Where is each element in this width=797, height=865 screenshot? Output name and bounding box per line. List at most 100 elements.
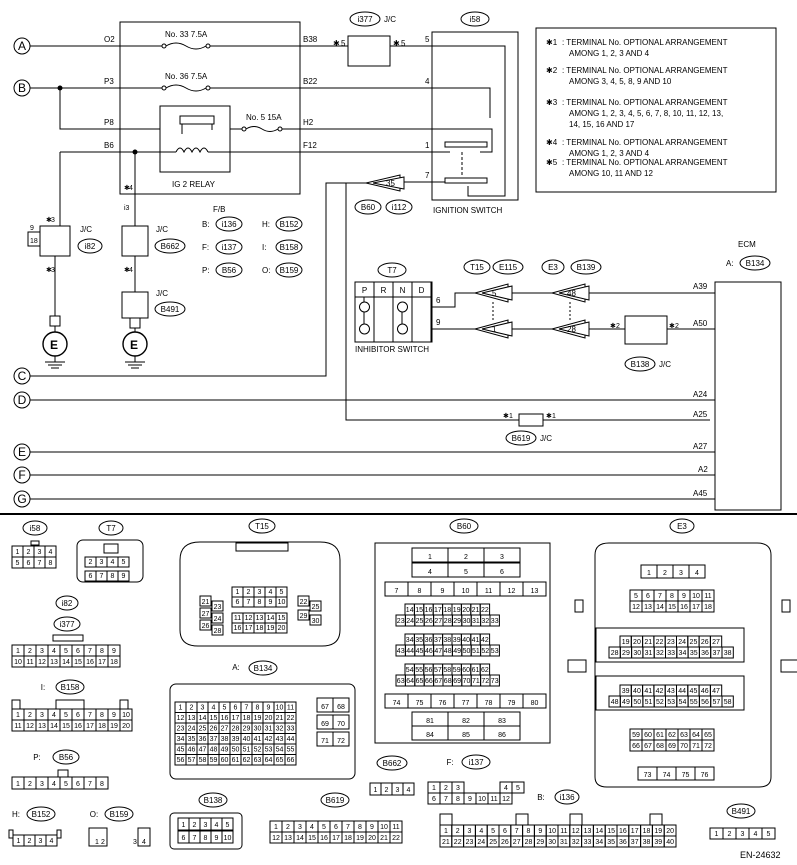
pin-number: 4 bbox=[52, 648, 56, 655]
pin-cell bbox=[275, 596, 288, 608]
pin-b22: B22 bbox=[303, 77, 318, 86]
pin-number: 77 bbox=[462, 700, 470, 707]
svg-text:4: 4 bbox=[129, 267, 133, 274]
pin-number: 13 bbox=[284, 835, 292, 842]
pin-number: 43 bbox=[276, 736, 284, 743]
conn-35-pin: 35 bbox=[386, 179, 395, 188]
pin-number: 31 bbox=[265, 726, 273, 733]
star5-right: ✱ bbox=[393, 39, 400, 48]
pin-cell bbox=[522, 693, 547, 709]
pin-number: 66 bbox=[425, 678, 433, 685]
pin-number: 41 bbox=[644, 688, 652, 695]
pin-number: 1 bbox=[236, 589, 240, 596]
pin-number: 62 bbox=[243, 757, 251, 764]
svg-text:✱: ✱ bbox=[546, 412, 552, 420]
pin-number: 8 bbox=[49, 560, 53, 567]
pin-number: 63 bbox=[254, 757, 262, 764]
note-line: AMONG 10, 11 AND 12 bbox=[569, 169, 653, 178]
pin-number: 75 bbox=[416, 700, 424, 707]
pin-number: 57 bbox=[712, 699, 720, 706]
svg-text:1: 1 bbox=[552, 413, 556, 420]
pin-number: 46 bbox=[425, 648, 433, 655]
pin-number: 53 bbox=[667, 699, 675, 706]
pin-number: 70 bbox=[337, 721, 345, 728]
note-star: ✱2 bbox=[546, 66, 558, 75]
pin-number: 2 bbox=[444, 785, 448, 792]
pin-number: 6 bbox=[234, 705, 238, 712]
jc-i82-name: i82 bbox=[85, 242, 96, 251]
pin-number: 6 bbox=[27, 560, 31, 567]
pin-number: 80 bbox=[531, 700, 539, 707]
pin-number: 23 bbox=[466, 839, 474, 846]
pin-number: 9 bbox=[370, 824, 374, 831]
pin-number: 36 bbox=[619, 839, 627, 846]
pin-number: 56 bbox=[177, 757, 185, 764]
pin-number: 9 bbox=[538, 828, 542, 835]
conn-prefix: B: bbox=[537, 793, 545, 802]
pin-number: 64 bbox=[692, 732, 700, 739]
pin-number: 6 bbox=[646, 593, 650, 600]
pin-number: 64 bbox=[406, 678, 414, 685]
conn-i112: i112 bbox=[392, 203, 407, 212]
pin-number: 1 bbox=[16, 712, 20, 719]
pin-number: 10 bbox=[276, 705, 284, 712]
pin-number: 13 bbox=[584, 828, 592, 835]
pin-number: 34 bbox=[679, 650, 687, 657]
pin-number: 25 bbox=[416, 618, 424, 625]
fb-connector: B152 bbox=[280, 220, 299, 229]
pin-number: 38 bbox=[221, 736, 229, 743]
pin-number: 10 bbox=[380, 824, 388, 831]
pin-number: 15 bbox=[74, 659, 82, 666]
pin-number: 63 bbox=[397, 678, 405, 685]
pin-cell bbox=[332, 697, 350, 713]
pin-number: 3 bbox=[40, 648, 44, 655]
pin-number: 58 bbox=[443, 667, 451, 674]
pin-number: 1 bbox=[444, 828, 448, 835]
note-star: ✱1 bbox=[546, 38, 558, 47]
svg-text:A24: A24 bbox=[693, 390, 708, 399]
svg-text:4: 4 bbox=[425, 77, 430, 86]
pin-number: 83 bbox=[498, 718, 506, 725]
pin-number: 4 bbox=[52, 712, 56, 719]
pin-number: 11 bbox=[560, 828, 567, 835]
pin-number: 7 bbox=[193, 835, 197, 842]
pin-number: 3 bbox=[201, 705, 205, 712]
pin-number: 18 bbox=[344, 835, 352, 842]
pin-cell bbox=[522, 581, 547, 597]
pin-number: 14 bbox=[199, 715, 207, 722]
svg-text:3: 3 bbox=[51, 267, 55, 274]
pin-number: 39 bbox=[622, 688, 630, 695]
pin-number: 53 bbox=[265, 747, 273, 754]
pin-number: 36 bbox=[701, 650, 709, 657]
pin-number: 19 bbox=[254, 715, 262, 722]
pin-number: 3 bbox=[258, 589, 262, 596]
pin-number: 33 bbox=[584, 839, 592, 846]
pin-number: 8 bbox=[456, 796, 460, 803]
pin-number: 5 bbox=[634, 593, 638, 600]
pin-number: 1 bbox=[182, 822, 186, 829]
pin-number: 30 bbox=[254, 726, 262, 733]
pin-number: 14 bbox=[656, 604, 664, 611]
pin-number: 9 bbox=[682, 593, 686, 600]
jc-b619-box bbox=[518, 413, 544, 427]
svg-text:5: 5 bbox=[401, 39, 406, 48]
jc-i377-box bbox=[347, 35, 391, 67]
svg-text:A50: A50 bbox=[693, 319, 708, 328]
pin-number: 1 bbox=[16, 781, 20, 788]
pin-number: 14 bbox=[406, 607, 414, 614]
jc-b491-box bbox=[121, 291, 149, 319]
fb-connector: i136 bbox=[221, 220, 237, 229]
pin-number: 5 bbox=[767, 831, 771, 838]
pin-number: 11 bbox=[704, 593, 711, 600]
pin-number: 34 bbox=[406, 637, 414, 644]
pin-number: 44 bbox=[406, 648, 414, 655]
pin-cell bbox=[721, 695, 734, 708]
pin-number: 41 bbox=[472, 637, 480, 644]
pin-number: 20 bbox=[278, 625, 286, 632]
pin-number: 5 bbox=[464, 569, 468, 576]
star5-left: ✱ bbox=[333, 39, 340, 48]
ecm-conn-prefix: A: bbox=[726, 259, 734, 268]
pin-number: 25 bbox=[489, 839, 497, 846]
pin-number: 18 bbox=[98, 723, 106, 730]
pin-number: 71 bbox=[692, 743, 700, 750]
